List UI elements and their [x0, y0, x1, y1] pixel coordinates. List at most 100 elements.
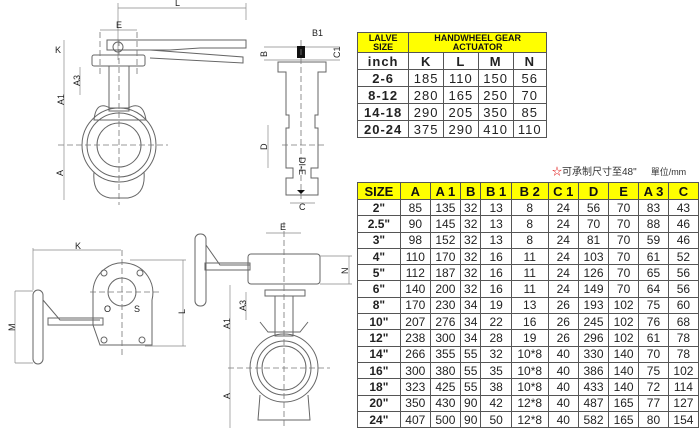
value-cell: 165 [443, 86, 479, 104]
size-cell: 10" [357, 313, 401, 331]
dim-label-e: E [280, 222, 286, 232]
value-cell: 296 [577, 329, 610, 347]
size-cell: 2-6 [356, 69, 410, 87]
value-cell: 250 [477, 86, 514, 104]
value-cell: 16 [480, 264, 512, 282]
value-cell: 165 [608, 410, 640, 428]
value-cell: 35 [480, 361, 512, 380]
value-cell: 200 [429, 280, 461, 298]
value-cell: 78 [667, 345, 700, 363]
size-cell: 6" [357, 280, 401, 298]
value-cell: 40 [547, 361, 579, 380]
value-cell: 500 [429, 410, 461, 428]
value-cell: 386 [577, 361, 610, 380]
value-cell: 40 [547, 345, 579, 363]
value-cell: 78 [667, 329, 700, 347]
value-cell: 126 [577, 264, 610, 282]
value-cell: 170 [399, 296, 431, 315]
side-marking: DI-E [297, 157, 307, 175]
value-cell: 102 [667, 361, 700, 380]
value-cell: 55 [459, 345, 482, 363]
value-cell: 149 [577, 280, 610, 298]
size-cell: 14-18 [356, 103, 410, 121]
size-cell: 4" [357, 247, 401, 266]
dim-label-a1: A1 [56, 94, 66, 105]
value-cell: 46 [667, 215, 700, 233]
open-indicator: O [104, 304, 111, 314]
size-cell: 3" [357, 231, 401, 249]
value-cell: 56 [577, 198, 610, 217]
value-cell: 10*8 [510, 361, 549, 380]
value-cell: 32 [459, 264, 482, 282]
column-header: A [399, 182, 431, 200]
column-header-l: L [443, 52, 479, 70]
value-cell: 42 [480, 394, 512, 412]
value-cell: 64 [638, 280, 669, 298]
value-cell: 114 [667, 378, 700, 396]
value-cell: 245 [577, 313, 610, 331]
value-cell: 280 [408, 86, 445, 104]
value-cell: 55 [459, 361, 482, 380]
value-cell: 300 [429, 329, 461, 347]
value-cell: 12*8 [510, 394, 549, 412]
value-cell: 112 [399, 264, 431, 282]
value-cell: 55 [459, 378, 482, 396]
star-icon: ☆ [552, 167, 562, 178]
value-cell: 433 [577, 378, 610, 396]
value-cell: 68 [667, 313, 700, 331]
value-cell: 380 [429, 361, 461, 380]
dim-label-a1: A1 [222, 318, 232, 329]
value-cell: 56 [512, 69, 548, 87]
value-cell: 88 [638, 215, 669, 233]
value-cell: 407 [399, 410, 431, 428]
value-cell: 110 [512, 120, 548, 138]
value-cell: 11 [510, 280, 549, 298]
value-cell: 19 [510, 329, 549, 347]
value-cell: 80 [638, 410, 669, 428]
value-cell: 70 [608, 198, 640, 217]
value-cell: 350 [477, 103, 514, 121]
value-cell: 13 [480, 198, 512, 217]
value-cell: 24 [547, 215, 579, 233]
gear-valve-front-view: E N A3 A1 A [194, 222, 352, 428]
value-cell: 193 [577, 296, 610, 315]
value-cell: 185 [408, 69, 445, 87]
value-cell: 24 [547, 231, 579, 249]
value-cell: 8 [510, 198, 549, 217]
value-cell: 98 [399, 231, 431, 249]
value-cell: 26 [547, 313, 579, 331]
value-cell: 32 [459, 247, 482, 266]
value-cell: 56 [667, 280, 700, 298]
value-cell: 102 [608, 313, 640, 331]
value-cell: 290 [408, 103, 445, 121]
column-header: D [577, 182, 610, 200]
value-cell: 355 [429, 345, 461, 363]
value-cell: 145 [429, 215, 461, 233]
value-cell: 26 [547, 296, 579, 315]
value-cell: 430 [429, 394, 461, 412]
value-cell: 266 [399, 345, 431, 363]
value-cell: 34 [459, 313, 482, 331]
value-cell: 10*8 [510, 378, 549, 396]
value-cell: 40 [547, 394, 579, 412]
value-cell: 238 [399, 329, 431, 347]
value-cell: 103 [577, 247, 610, 266]
value-cell: 70 [638, 345, 669, 363]
note-text: 可承制尺寸至48" [562, 167, 637, 178]
column-header-k: K [408, 52, 445, 70]
value-cell: 40 [547, 378, 579, 396]
dim-label-n: N [340, 268, 350, 275]
value-cell: 375 [408, 120, 445, 138]
